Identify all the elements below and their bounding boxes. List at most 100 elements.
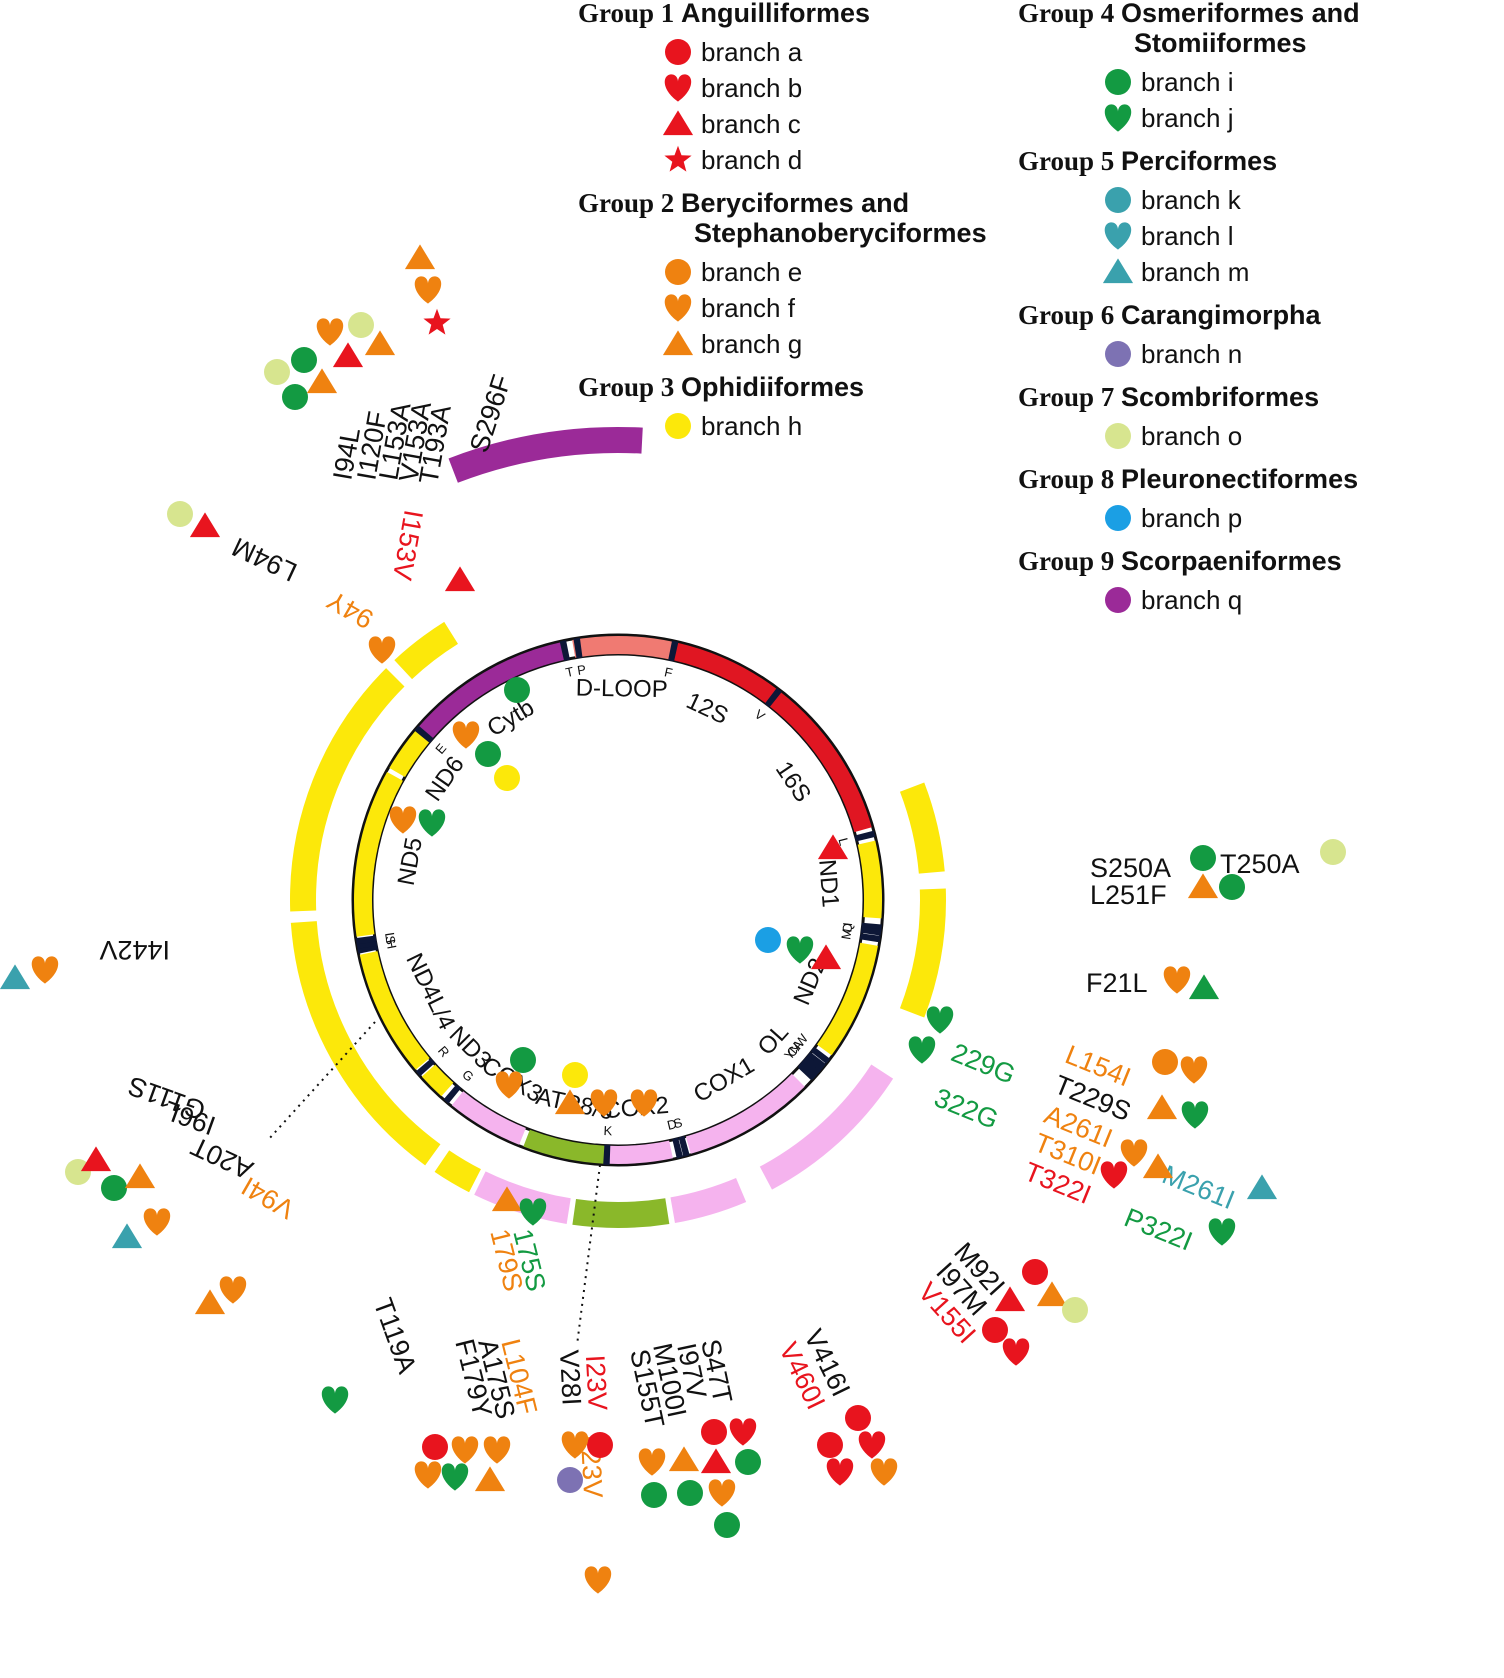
orange-heart-symbol [584, 1566, 612, 1594]
green-circle-symbol [282, 384, 308, 410]
trna-w-marker [810, 1046, 831, 1064]
trna-p-marker [573, 637, 583, 659]
legend-group-name: Perciformes [1121, 146, 1277, 176]
genome-outer-ring [351, 633, 885, 1167]
orange-heart-symbol [219, 1276, 247, 1304]
gene-nd4l-4-segment [359, 951, 430, 1070]
outer-arc-nd4l-4 [290, 921, 441, 1166]
gene-nd6-segment [389, 730, 430, 778]
legend-branch-label: branch k [1141, 185, 1242, 215]
gene-nd5-label: ND5 [393, 835, 428, 887]
trna-f-marker [668, 640, 679, 662]
green-circle-symbol [504, 677, 530, 703]
lightgreen-circle-symbol [348, 312, 374, 338]
trna-q-marker [860, 926, 882, 936]
orange-heart-symbol [590, 1089, 618, 1117]
orange-triangle-symbol [404, 244, 436, 270]
mutation-label-l94m: L94M [228, 532, 302, 588]
gene-12s-segment [673, 642, 777, 704]
legend-group-prefix: Group 2 [578, 188, 681, 218]
blue-circle-symbol [755, 927, 781, 953]
dotted-connector [576, 1164, 601, 1346]
green-circle-symbol [101, 1175, 127, 1201]
trna-v-marker [764, 687, 782, 708]
legend-group-name: Carangimorpha [1121, 300, 1322, 330]
legend-red-heart-icon [664, 74, 692, 102]
legend-teal-triangle-icon [1102, 258, 1134, 284]
orange-triangle-symbol [194, 1289, 226, 1315]
outer-arc-nd1 [899, 782, 945, 874]
gene-nd4l-4-label: ND4L/4 [400, 949, 460, 1034]
trna-v-label: V [752, 706, 768, 723]
red-heart-symbol [858, 1431, 886, 1459]
legend-orange-triangle-icon [662, 330, 694, 356]
mutation-label-m261i: M261I [1158, 1159, 1239, 1215]
orange-triangle-symbol [1142, 1153, 1174, 1179]
legend-blue-circle-icon [1105, 505, 1131, 531]
legend-branch-label: branch p [1141, 503, 1242, 533]
orange-heart-symbol [143, 1208, 171, 1236]
genome-circle: D-LOOP12S16SND1ND2OLCOX1COX2ATP8/6COX3ND… [351, 633, 885, 1167]
legend-branch-label: branch m [1141, 257, 1249, 287]
green-heart-symbol [321, 1386, 349, 1414]
gene-nd3-segment [421, 1064, 454, 1097]
outer-arc-nd5 [290, 668, 405, 912]
legend-group-prefix: Group 9 [1018, 546, 1121, 576]
legend-group-name: Beryciformes and [681, 188, 909, 218]
legend-branch-label: branch b [701, 73, 802, 103]
orange-triangle-symbol [1146, 1094, 1178, 1120]
orange-heart-symbol [316, 318, 344, 346]
mutation-label-i23v: I23V [580, 1354, 613, 1411]
mutation-label-94y: 94Y [322, 585, 379, 635]
orange-heart-symbol [31, 956, 59, 984]
legend-group-prefix: Group 4 [1018, 0, 1121, 28]
legend-group-name: Pleuronectiformes [1121, 464, 1358, 494]
red-heart-symbol [1002, 1338, 1030, 1366]
trna-y-marker [798, 1061, 818, 1080]
legend-group-name: Ophidiiformes [681, 372, 864, 402]
red-circle-symbol [587, 1432, 613, 1458]
mutation-label-t119a: T119A [368, 1294, 423, 1377]
trna-t-label: T [564, 664, 575, 680]
orange-triangle-symbol [306, 368, 338, 394]
legend-group-name: Osmeriformes and [1121, 0, 1360, 28]
orange-heart-symbol [389, 806, 417, 834]
legend-group-heading: Group 9 Scorpaeniformes [1018, 546, 1342, 576]
green-circle-symbol [291, 347, 317, 373]
teal-triangle-symbol [0, 964, 31, 990]
orange-heart-symbol [451, 1436, 479, 1464]
green-circle-symbol [735, 1449, 761, 1475]
red-triangle-symbol [189, 512, 221, 538]
orange-heart-symbol [483, 1436, 511, 1464]
legend-branch-label: branch g [701, 329, 802, 359]
legend-red-star-icon [664, 145, 692, 172]
gene-cox1-segment [685, 1073, 805, 1154]
orange-triangle-symbol [124, 1163, 156, 1189]
yellow-circle-symbol [562, 1062, 588, 1088]
legend-group-name: Anguilliformes [681, 0, 870, 28]
trna-l-label: L [835, 836, 851, 847]
orange-heart-symbol [368, 636, 396, 664]
orange-heart-symbol [630, 1089, 658, 1117]
legend-group-heading: Group 4 Osmeriformes and [1018, 0, 1360, 28]
legend-magenta-circle-icon [1105, 587, 1131, 613]
mutation-label-s250a: S250A [1090, 853, 1171, 883]
mutation-label-i153v: I153V [387, 508, 429, 583]
outer-arc-cox1 [759, 1064, 894, 1190]
trna-r-marker [415, 1058, 436, 1077]
green-heart-symbol [1181, 1101, 1209, 1129]
lightgreen-circle-symbol [264, 359, 290, 385]
red-circle-symbol [982, 1317, 1008, 1343]
mutation-label-a20t: A20T [186, 1131, 257, 1185]
mutation-label-v28i: V28I [554, 1349, 587, 1406]
legend-green-circle-icon [1105, 69, 1131, 95]
legend-yellow-circle-icon [665, 413, 691, 439]
green-circle-symbol [1219, 874, 1245, 900]
trna-d-marker [672, 1137, 684, 1159]
legend-group-heading: Group 2 Beryciformes and [578, 188, 909, 218]
orange-triangle-symbol [1036, 1281, 1068, 1307]
legend-group-name-line2: Stephanoberyciformes [694, 218, 987, 248]
mutation-label-229g: 229G [947, 1037, 1019, 1090]
gene-nd6-label: ND6 [420, 751, 470, 806]
